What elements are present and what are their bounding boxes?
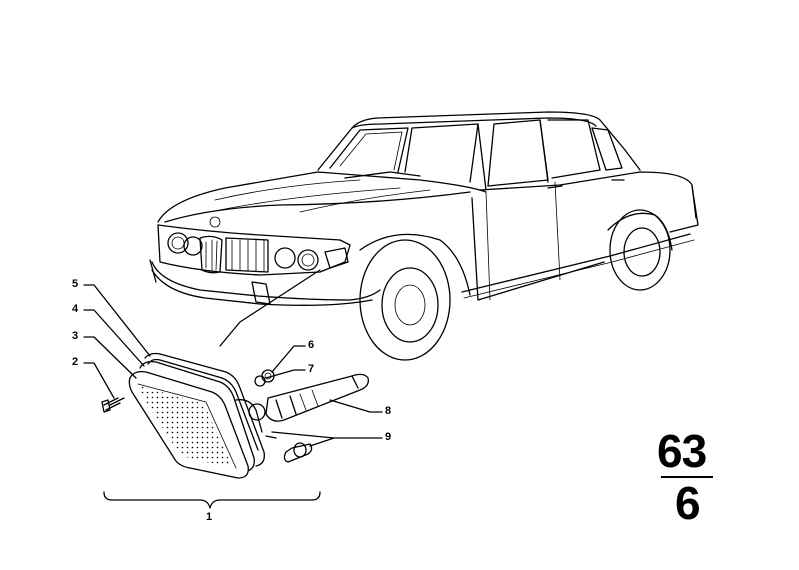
callout-4: 4	[72, 303, 79, 315]
leader-lines	[83, 284, 383, 509]
callout-7: 7	[308, 363, 315, 375]
car-illustration	[149, 111, 699, 361]
group-number-sub: 6	[675, 477, 701, 529]
callout-9: 9	[385, 431, 392, 443]
callout-5: 5	[72, 278, 79, 290]
callout-8: 8	[385, 405, 392, 417]
group-number-main: 63	[657, 425, 707, 477]
callout-2: 2	[72, 356, 79, 368]
group-number-divider	[661, 476, 713, 478]
turn-indicator-assembly	[101, 352, 369, 479]
callout-3: 3	[72, 330, 79, 342]
callout-1: 1	[206, 511, 213, 523]
callout-6: 6	[308, 339, 315, 351]
